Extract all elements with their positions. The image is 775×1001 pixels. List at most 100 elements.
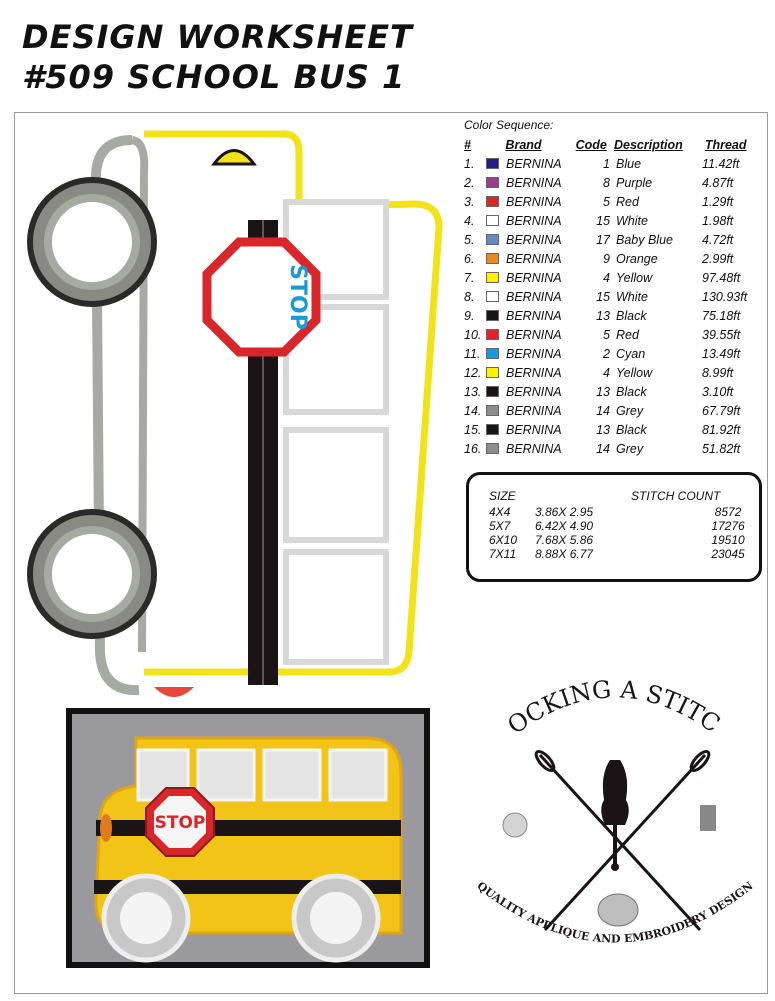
color-swatch [486,291,499,302]
stop-sign-text: STOP [285,264,310,330]
header-num: # [464,138,471,152]
stitch-count: 19510 [711,533,745,547]
color-row-thread: 75.18ft [702,308,741,323]
color-swatch [486,386,499,397]
color-row-description: Yellow [616,365,653,380]
size-label: 5X7 [489,519,511,533]
color-row-description: Black [616,384,647,399]
color-row-thread: 4.72ft [702,232,734,247]
color-row-thread: 81.92ft [702,422,741,437]
color-row-num: 15. [464,422,482,437]
dress-form-icon [601,760,629,871]
color-row-code: 13 [596,308,610,323]
stitch-count: 17276 [711,519,745,533]
color-sequence-title: Color Sequence: [464,118,554,132]
color-row-description: Red [616,194,639,209]
color-row-thread: 97.48ft [702,270,741,285]
color-row-brand: BERNINA [506,156,562,171]
color-row-brand: BERNINA [506,308,562,323]
color-row-brand: BERNINA [506,194,562,209]
pincushion-icon [597,893,639,927]
color-row-thread: 2.99ft [702,251,734,266]
size-dimensions: 7.68X 5.86 [535,533,594,547]
color-swatch [486,234,499,245]
photo-wheels [101,873,381,963]
size-dimensions: 3.86X 2.95 [535,505,594,519]
color-row-description: Black [616,308,647,323]
size-dimensions: 8.88X 6.77 [535,547,594,561]
color-sequence-header: # Brand Code Description Thread [464,138,764,154]
color-row-description: Orange [616,251,658,266]
photo-stop-sign: STOP [145,787,215,857]
color-row-thread: 51.82ft [702,441,741,456]
color-swatch [486,158,499,169]
button-icon [502,812,528,838]
color-row-num: 13. [464,384,482,399]
color-row-code: 9 [603,251,610,266]
color-row-description: Baby Blue [616,232,673,247]
color-swatch [486,215,499,226]
color-row-description: Black [616,422,647,437]
color-swatch [486,424,499,435]
color-row-thread: 67.79ft [702,403,741,418]
color-row: 8. BERNINA 15 White 130.93ft [464,287,764,306]
rocking-a-stitch-logo: ROCKING A STITCH QUALITY APPLIQUE AND EM… [470,665,756,946]
color-row-description: Grey [616,441,644,456]
header-brand: Brand [505,138,542,152]
crossed-needles-icon [534,749,711,932]
size-label: 7X11 [489,547,517,561]
color-row-num: 14. [464,403,482,418]
color-row-brand: BERNINA [506,232,562,247]
color-row-thread: 130.93ft [702,289,748,304]
photo-bus-windows [136,748,388,802]
stitch-count: 23045 [711,547,745,561]
color-row-brand: BERNINA [506,270,562,285]
color-row-num: 7. [464,270,475,285]
color-row-num: 3. [464,194,475,209]
color-row-num: 1. [464,156,475,171]
color-row-thread: 1.98ft [702,213,734,228]
color-row-thread: 1.29ft [702,194,734,209]
color-row-thread: 13.49ft [702,346,741,361]
color-row-num: 6. [464,251,475,266]
color-row-code: 15 [596,289,610,304]
color-row-num: 8. [464,289,475,304]
color-swatch [486,310,499,321]
embroidery-design-preview: STOP [27,130,443,697]
color-row-code: 5 [603,327,610,342]
color-row-brand: BERNINA [506,441,562,456]
color-row-description: Yellow [616,270,653,285]
stitch-count: 8572 [714,505,742,519]
color-row-num: 4. [464,213,475,228]
wheel-bottom [27,509,157,639]
stitched-sample-photo: STOP [66,708,430,968]
color-row-description: Grey [616,403,644,418]
color-row-brand: BERNINA [506,175,562,190]
color-swatch [486,367,499,378]
color-row-brand: BERNINA [506,422,562,437]
color-row-description: Red [616,327,639,342]
color-row-thread: 11.42ft [702,156,740,171]
color-swatch [486,272,499,283]
color-row-brand: BERNINA [506,289,562,304]
color-row-code: 17 [596,232,610,247]
color-row-code: 4 [603,270,610,285]
color-row-brand: BERNINA [506,213,562,228]
color-swatch [486,177,499,188]
color-row-thread: 4.87ft [702,175,734,190]
color-row-description: Blue [616,156,642,171]
bus-frame-bar [90,135,140,696]
roof-light [211,149,257,166]
color-row-description: White [616,289,648,304]
color-row-code: 14 [596,403,610,418]
color-row-code: 4 [603,365,610,380]
